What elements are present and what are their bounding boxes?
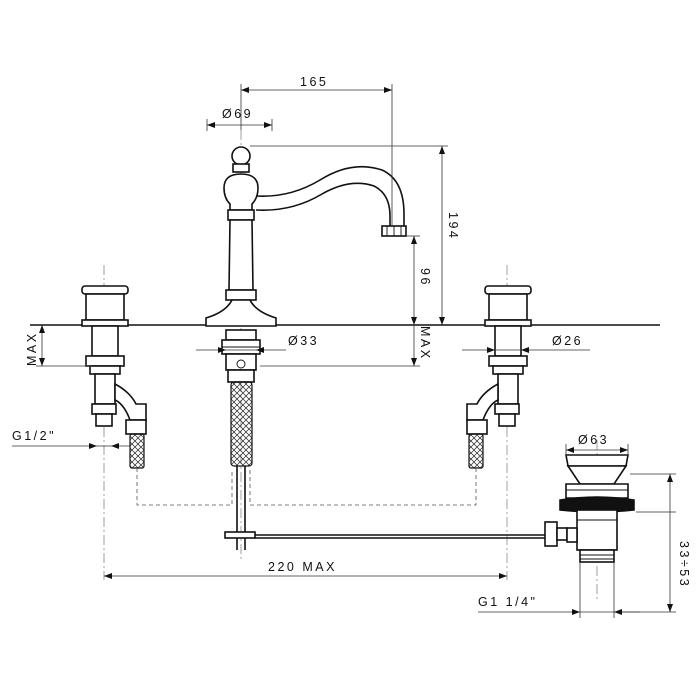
spout-faucet [205, 130, 407, 560]
label-inlet-thread: G1/2" [12, 429, 56, 443]
label-spout-reach: 165 [300, 75, 328, 89]
label-handle-diameter: Ø26 [552, 334, 583, 348]
hose-routing [136, 468, 477, 506]
left-handle-valve [81, 265, 147, 580]
label-drain-height: 33÷53 [677, 541, 691, 588]
label-total-width: 220 MAX [268, 560, 337, 574]
right-handle-valve [466, 265, 532, 580]
label-body-max-left: MAX [25, 331, 39, 366]
label-drain-diameter: Ø63 [578, 433, 609, 447]
label-body-diameter: Ø33 [288, 334, 319, 348]
label-total-height: 194 [446, 212, 460, 240]
pop-up-drain [224, 440, 635, 600]
label-drain-thread: G1 1/4" [478, 595, 537, 609]
label-spout-diameter: Ø69 [222, 107, 253, 121]
label-body-max-center: MAX [418, 326, 432, 361]
label-spout-height: 96 [418, 268, 432, 287]
dimension-lines [12, 84, 676, 618]
